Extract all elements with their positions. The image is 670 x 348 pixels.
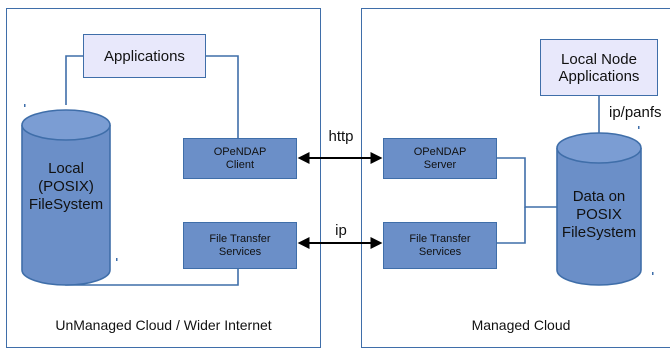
file-transfer-left-label: File Transfer Services: [209, 232, 271, 258]
local-node-applications-box: Local Node Applications: [540, 39, 658, 96]
data-store-cylinder: [556, 132, 642, 286]
app-to-client-line: [206, 55, 239, 138]
server-to-data-line: [497, 157, 557, 208]
ip-label: ip: [335, 222, 347, 239]
opendap-server-box: OPeNDAP Server: [383, 138, 497, 179]
managed-cloud-caption: Managed Cloud: [471, 317, 571, 333]
opendap-client-label: OPeNDAP Client: [213, 145, 267, 171]
opendap-client-box: OPeNDAP Client: [183, 138, 297, 179]
unmanaged-cloud-caption: UnManaged Cloud / Wider Internet: [55, 317, 272, 333]
opendap-server-label: OPeNDAP Server: [413, 145, 467, 171]
local-filesystem-label: Local (POSIX) FileSystem: [28, 160, 104, 213]
applications-label: Applications: [104, 47, 185, 65]
file-transfer-left-box: File Transfer Services: [183, 222, 297, 269]
applications-box: Applications: [83, 34, 206, 78]
http-label: http: [328, 128, 354, 145]
app-to-fs-line: [65, 55, 83, 105]
local-filesystem-cylinder: [21, 109, 111, 286]
local-node-applications-label: Local Node Applications: [558, 50, 640, 85]
transfer-to-data-line: [497, 207, 526, 244]
ip-panfs-label: ip/panfs: [609, 104, 662, 121]
file-transfer-right-box: File Transfer Services: [383, 222, 497, 269]
data-store-label: Data on POSIX FileSystem: [561, 188, 637, 241]
file-transfer-right-label: File Transfer Services: [409, 232, 471, 258]
